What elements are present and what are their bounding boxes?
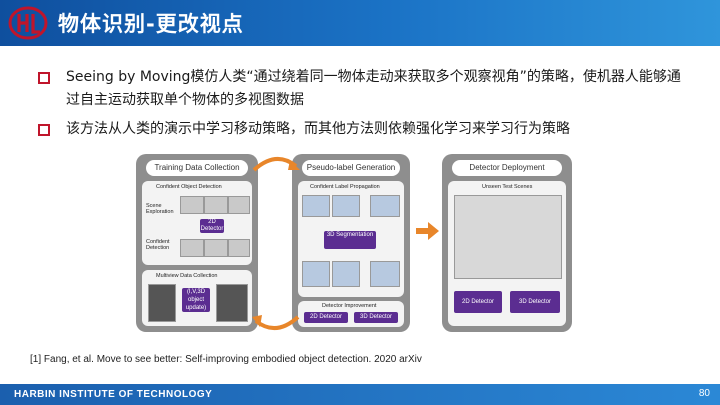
multiview-data-collection-box: Multiview Data Collection (I,V,3D object…: [142, 270, 252, 326]
square-bullet-icon: [38, 124, 50, 136]
section-label: Detector Improvement: [322, 303, 377, 309]
propagation-photo: [370, 195, 400, 217]
citation: [1] Fang, et al. Move to see better: Sel…: [30, 354, 422, 365]
detector-3d-button: 3D Detector: [510, 291, 560, 313]
multiview-photo: [148, 284, 176, 322]
multiview-photo: [216, 284, 248, 322]
footer-bar: HARBIN INSTITUTE OF TECHNOLOGY 80: [0, 384, 720, 405]
pseudo-label-generation-panel: Pseudo-label Generation Confident Label …: [292, 154, 410, 332]
page-number: 80: [698, 388, 710, 399]
hit-logo-icon: [8, 6, 48, 40]
scene-photo: [228, 196, 250, 214]
detector-2d-button: 2D Detector: [454, 291, 502, 313]
propagation-photo: [332, 195, 360, 217]
propagation-photo: [370, 261, 400, 287]
confident-label-propagation-box: Confident Label Propagation 3D Segmentat…: [298, 181, 404, 297]
detector-3d-button: 3D Detector: [354, 312, 398, 323]
detector-improvement-box: Detector Improvement 2D Detector 3D Dete…: [298, 301, 404, 327]
test-scene-photo: [454, 195, 562, 279]
unseen-test-scenes-box: Unseen Test Scenes 2D Detector 3D Detect…: [448, 181, 566, 326]
panel-title: Training Data Collection: [146, 160, 248, 176]
square-bullet-icon: [38, 72, 50, 84]
detector-deployment-panel: Detector Deployment Unseen Test Scenes 2…: [442, 154, 572, 332]
bullet-item: Seeing by Moving模仿人类“通过绕着同一物体走动来获取多个观察视角…: [38, 66, 688, 112]
propagation-photo: [302, 195, 330, 217]
bullet-text: Seeing by Moving模仿人类“通过绕着同一物体走动来获取多个观察视角…: [66, 69, 681, 108]
scene-photo: [180, 196, 204, 214]
header-bar: 物体识别-更改视点: [0, 0, 720, 46]
detection-photo: [204, 239, 228, 257]
scene-photo: [204, 196, 228, 214]
propagation-photo: [332, 261, 360, 287]
slide-title: 物体识别-更改视点: [58, 12, 244, 36]
update-box: (I,V,3D object update): [182, 288, 210, 312]
section-label: Confident Label Propagation: [310, 184, 380, 190]
section-label: Confident Object Detection: [156, 184, 222, 190]
panel-title: Pseudo-label Generation: [302, 160, 400, 176]
right-arrow-icon: [416, 222, 439, 240]
detection-photo: [180, 239, 204, 257]
bullet-list: Seeing by Moving模仿人类“通过绕着同一物体走动来获取多个观察视角…: [38, 66, 688, 147]
training-data-collection-panel: Training Data Collection Confident Objec…: [136, 154, 258, 332]
section-label: Multiview Data Collection: [156, 273, 218, 279]
scene-exploration-label: Scene Exploration: [146, 203, 174, 215]
institute-name: HARBIN INSTITUTE OF TECHNOLOGY: [14, 389, 213, 400]
segmentation-3d-box: 3D Segmentation: [324, 231, 376, 249]
detection-photo: [228, 239, 250, 257]
curved-arrow-icon: [252, 157, 300, 172]
propagation-photo: [302, 261, 330, 287]
confident-detection-label: Confident Detection: [146, 239, 170, 251]
pipeline-figure: Training Data Collection Confident Objec…: [136, 152, 576, 335]
detector-2d-box: 2D Detector: [200, 219, 224, 233]
bullet-text: 该方法从人类的演示中学习移动策略，而其他方法则依赖强化学习来学习行为策略: [66, 121, 570, 137]
section-label: Unseen Test Scenes: [482, 184, 533, 190]
panel-title: Detector Deployment: [452, 160, 562, 176]
confident-object-detection-box: Confident Object Detection Scene Explora…: [142, 181, 252, 265]
bullet-item: 该方法从人类的演示中学习移动策略，而其他方法则依赖强化学习来学习行为策略: [38, 118, 688, 141]
detector-2d-button: 2D Detector: [304, 312, 348, 323]
curved-arrow-icon: [252, 315, 300, 330]
